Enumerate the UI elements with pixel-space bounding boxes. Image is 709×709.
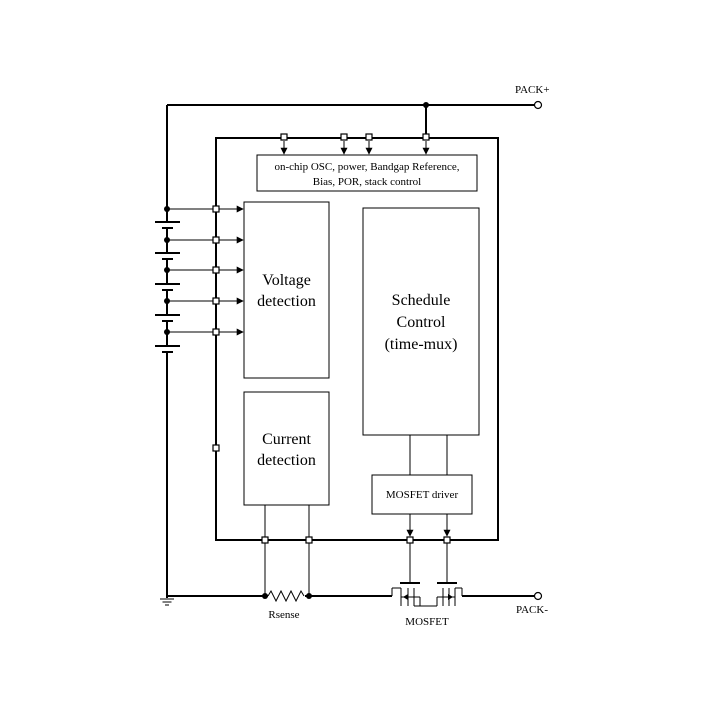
osc-block: on-chip OSC, power, Bandgap Reference, B… — [256, 154, 478, 192]
pack-minus-label: PACK- — [516, 604, 548, 616]
voltage-line2: detection — [257, 293, 316, 310]
rsense-label: Rsense — [268, 609, 299, 621]
pack-plus-label: PACK+ — [515, 84, 550, 96]
current-line1: Current — [262, 431, 311, 448]
mosfet-driver-label: MOSFET driver — [386, 489, 459, 501]
current-detection-block: Current detection — [243, 391, 330, 506]
pack-minus-rail — [167, 593, 535, 599]
mosfet-label: MOSFET — [405, 616, 449, 628]
voltage-line1: Voltage — [262, 272, 311, 289]
schedule-line2: Control — [397, 314, 446, 331]
voltage-detection-block: Voltage detection — [243, 201, 330, 379]
schedule-line1: Schedule — [392, 292, 451, 309]
rsense-resistor-icon — [267, 589, 305, 603]
osc-inputs — [280, 105, 430, 155]
osc-line1: on-chip OSC, power, Bandgap Reference, — [275, 161, 460, 173]
cell-taps — [167, 205, 244, 336]
pack-plus-terminal — [533, 100, 543, 110]
schedule-control-block: Schedule Control (time-mux) — [362, 207, 480, 436]
schedule-line3: (time-mux) — [385, 336, 458, 353]
pack-minus-terminal — [533, 591, 543, 601]
mosfet-driver-block: MOSFET driver — [371, 474, 473, 515]
current-line2: detection — [257, 452, 316, 469]
battery-cell-stack — [155, 206, 180, 596]
ic-outline — [215, 137, 499, 541]
osc-line2: Bias, POR, stack control — [313, 176, 421, 188]
mosfet-icon — [391, 540, 463, 607]
ground-icon — [160, 596, 174, 606]
ic-pins — [212, 133, 451, 544]
